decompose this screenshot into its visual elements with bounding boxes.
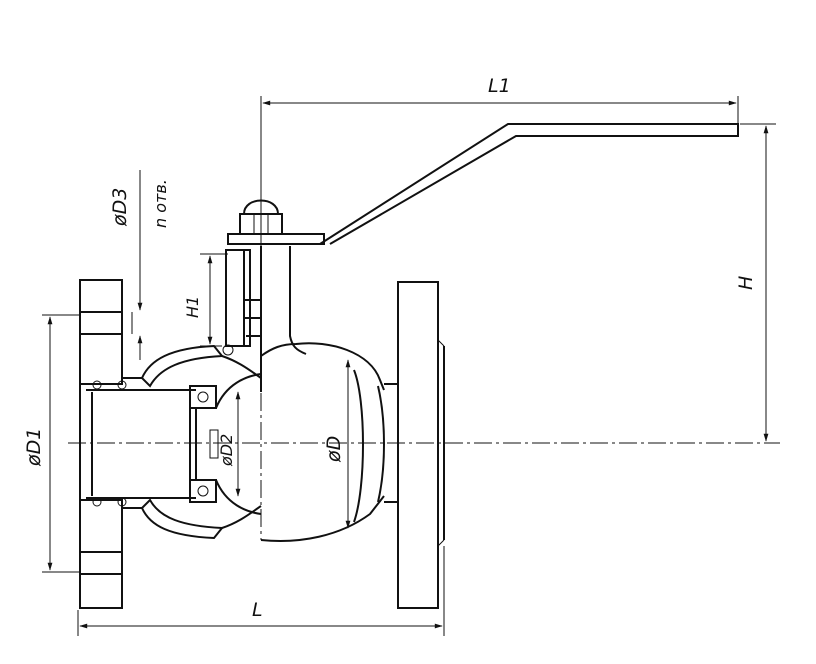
body-section <box>122 344 262 540</box>
dimension-D3: øD3 n отв. <box>109 170 170 360</box>
dimension-L: L <box>77 546 445 636</box>
pipe-bore <box>86 380 196 507</box>
dimension-H1: H1 <box>183 253 228 347</box>
dim-label-H1: H1 <box>183 296 202 318</box>
dim-label-D3: øD3 <box>109 188 131 227</box>
dim-label-D1: øD1 <box>23 428 45 467</box>
dimension-H: H <box>735 123 776 442</box>
dim-label-D: øD <box>323 436 345 463</box>
dimension-D1: øD1 <box>23 314 80 573</box>
lever-handle <box>319 123 739 245</box>
seat-rings <box>189 385 219 503</box>
stem-housing <box>222 246 262 392</box>
dim-label-D2: øD2 <box>217 434 236 467</box>
stem-nut <box>227 199 325 245</box>
dim-label-H: H <box>735 276 757 290</box>
dim-label-L1: L1 <box>488 75 511 97</box>
dimension-D2: øD2 <box>217 391 241 497</box>
right-flange <box>397 281 445 609</box>
valve-body-right <box>260 246 399 542</box>
dimension-D: øD <box>323 359 351 529</box>
holes-label: n отв. <box>151 179 170 228</box>
dim-label-L: L <box>252 599 263 621</box>
dimension-L1: L1 <box>260 75 739 246</box>
left-flange <box>79 279 123 609</box>
